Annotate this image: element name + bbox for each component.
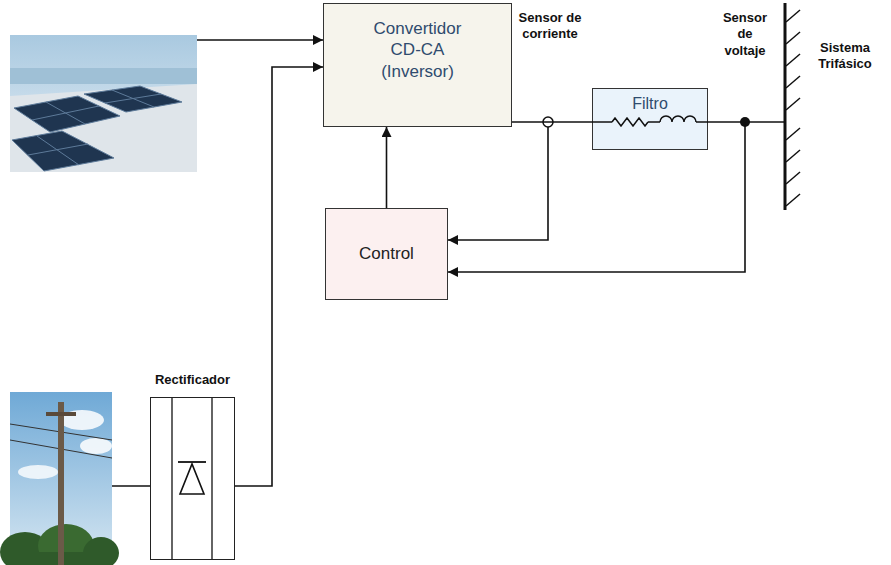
bus-hatch — [786, 98, 800, 110]
cloud — [18, 465, 58, 479]
sky — [10, 35, 197, 172]
supply-arrow — [197, 39, 323, 41]
sensor-label: Sensor de corriente — [509, 10, 591, 43]
panel-grid — [105, 94, 161, 103]
roof — [10, 84, 197, 172]
sensor-label: Sensor de voltaje — [717, 10, 773, 59]
filter-wire — [696, 121, 708, 123]
cloud — [80, 438, 112, 454]
bus-hatch — [786, 54, 800, 66]
bus-bar — [784, 3, 787, 210]
rectifier-block: Rectificador — [130, 372, 255, 560]
rectifier-divider — [171, 397, 172, 560]
supply-wire — [112, 485, 150, 487]
inductor-symbol — [660, 116, 696, 122]
inverter-box: Convertidor CD-CA (Inversor) — [323, 3, 512, 127]
bus-hatch — [786, 172, 800, 184]
panel-grid — [32, 106, 99, 120]
panel-grid — [37, 136, 79, 165]
filter-wire — [648, 121, 660, 123]
control-box: Control — [325, 208, 448, 300]
box-label: Convertidor CD-CA (Inversor) — [362, 18, 474, 82]
grid-label: Sistema Trifásico — [804, 40, 886, 73]
block-heading: Rectificador — [130, 372, 255, 388]
pole — [58, 402, 64, 565]
solar-panel — [84, 86, 182, 112]
panel-grid — [28, 144, 88, 155]
power-pole-picture — [0, 392, 119, 565]
solar-panel — [12, 131, 114, 171]
bus-hatch — [786, 128, 800, 140]
filter-box: Filtro — [592, 88, 708, 150]
bus-hatch — [786, 76, 800, 88]
bus-hatch — [786, 150, 800, 162]
filter-wire — [592, 121, 612, 123]
resistor-symbol — [612, 118, 648, 126]
grid-bus — [785, 3, 800, 210]
bus-hatch — [786, 194, 800, 206]
bus-hatch — [786, 10, 800, 22]
connector — [512, 121, 592, 123]
diode-symbol — [180, 464, 204, 494]
box-label: Control — [359, 243, 414, 264]
bus-hatch — [786, 32, 800, 44]
rectifier-divider — [211, 397, 212, 560]
crossarm — [46, 412, 76, 416]
connectors — [235, 67, 592, 486]
box-label: Filtro — [632, 94, 668, 114]
sea — [10, 68, 197, 84]
sensor-line — [448, 127, 548, 240]
rectifier-box — [150, 397, 235, 560]
connector — [386, 127, 388, 208]
solar-panel-picture — [10, 35, 197, 172]
connector — [235, 67, 323, 486]
